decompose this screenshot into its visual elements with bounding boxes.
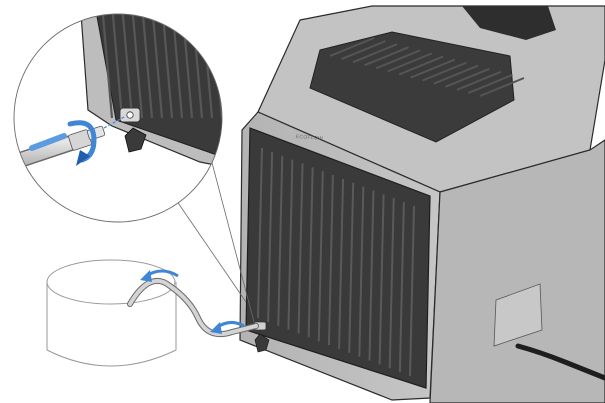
front-panel-rib: [307, 167, 314, 338]
drain-plug-icon: [124, 127, 147, 153]
front-panel-rib: [287, 159, 294, 330]
top-vent-rib: [433, 64, 479, 85]
top-vent-rib: [410, 58, 456, 79]
top-vent-rib: [468, 73, 513, 94]
top-vent-ribs: [329, 37, 525, 97]
top-handle-strip: [462, 6, 556, 40]
front-panel-rib: [398, 202, 405, 373]
bucket-body: [46, 282, 177, 367]
front-panel-rib: [358, 186, 365, 357]
front-panel-rib: [267, 151, 274, 322]
power-cable: [515, 343, 605, 381]
front-panel-rib: [388, 198, 395, 369]
drain-plug-icon: [254, 333, 270, 353]
top-vent-rib: [364, 46, 409, 67]
front-panel-rib: [378, 194, 385, 365]
front-panel-ribs: [257, 147, 415, 377]
drain-hose: [127, 278, 259, 338]
top-vent-rib: [398, 55, 444, 76]
top-vent-rib: [479, 77, 525, 97]
front-panel-rib: [338, 178, 345, 349]
zoom-panel-rib: [120, 14, 134, 119]
front-panel-rib: [277, 155, 284, 326]
flow-arrow-icon: [140, 269, 179, 282]
bucket-rim: [46, 259, 176, 305]
top-vent-rib: [329, 37, 375, 57]
front-panel-rib: [409, 205, 415, 377]
insert-arrow-icon: [29, 133, 67, 151]
zoom-detail: [13, 13, 223, 223]
callout-lines: [171, 139, 255, 323]
zoom-panel-rib: [130, 14, 144, 119]
water-bucket: [46, 259, 177, 367]
device-side-face: [429, 139, 605, 403]
insertion-guide-line: [103, 115, 127, 129]
top-vent-rib: [445, 67, 490, 88]
front-panel-rib: [348, 182, 355, 353]
rotate-arrow-icon: [67, 120, 97, 166]
zoom-drain-outlet: [119, 107, 141, 123]
top-vent-rib: [456, 70, 502, 91]
front-panel-rib: [257, 147, 263, 319]
zoom-panel-rib: [110, 14, 124, 119]
zoom-hose: [14, 125, 106, 178]
top-vent-rib: [341, 40, 386, 61]
zoom-panel-rib: [140, 14, 154, 119]
air-conditioner-unit: [239, 5, 605, 403]
zoom-panel-rib: [150, 14, 164, 119]
front-panel-rib: [317, 171, 324, 342]
top-vent-rib: [352, 43, 398, 64]
front-panel-rib: [327, 175, 334, 346]
top-vent-rib: [421, 61, 467, 82]
zoom-panel-rib: [100, 14, 114, 119]
top-vent-rib: [387, 52, 433, 73]
front-panel-rib: [297, 163, 304, 334]
side-access-cover: [493, 283, 543, 347]
flow-arrow-icon-lower: [210, 321, 245, 334]
top-vent-rib: [375, 49, 421, 70]
front-panel-rib: [368, 190, 375, 361]
